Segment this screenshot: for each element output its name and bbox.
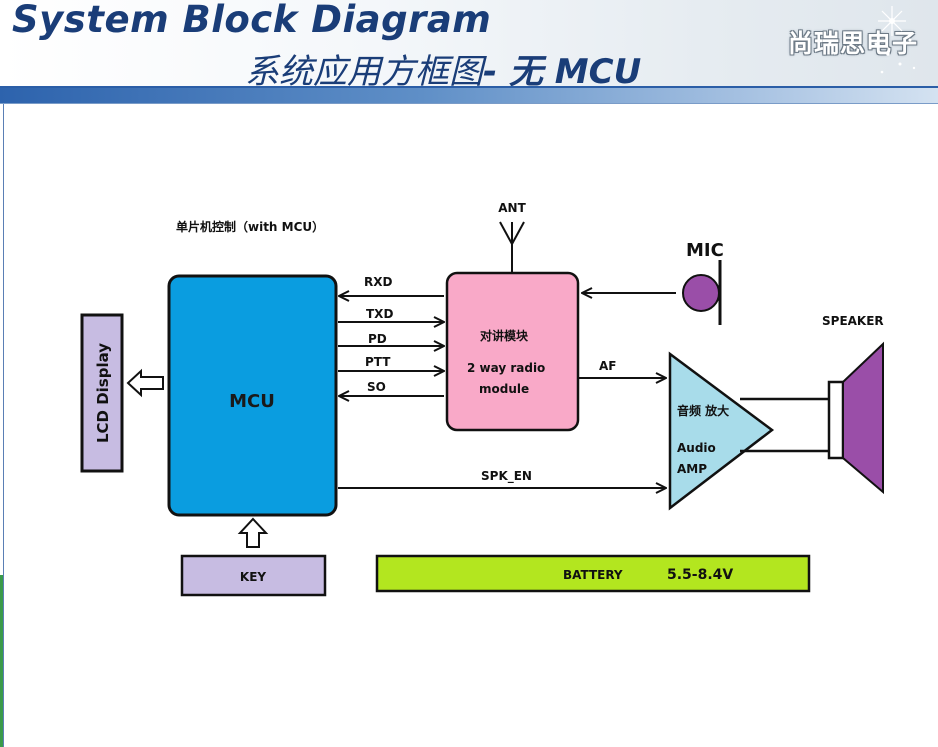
lcd-display-block	[80, 313, 124, 473]
radio-label-line1: 2 way radio	[467, 361, 545, 375]
header-banner: System Block Diagram 系统应用方框图- 无 MCU 尚瑞思电…	[0, 0, 938, 92]
rxd-label: RXD	[364, 275, 392, 289]
key-arrow	[237, 517, 269, 548]
af-label: AF	[599, 359, 616, 373]
mcu-label: MCU	[229, 391, 275, 412]
speaker-icon	[842, 341, 884, 495]
page-title: System Block Diagram	[12, 0, 492, 41]
so-label: SO	[367, 380, 386, 394]
left-margin-rule	[3, 104, 4, 747]
amp-label-line2: AMP	[677, 462, 707, 476]
antenna-icon	[499, 221, 525, 272]
txd-label: TXD	[366, 307, 393, 321]
mcu-block	[167, 274, 338, 517]
page-subtitle: 系统应用方框图- 无 MCU	[245, 44, 641, 93]
radio-label-cn: 对讲模块	[480, 328, 529, 343]
left-margin-marker	[0, 575, 3, 747]
subtitle-cn: 系统应用方框图	[245, 52, 483, 92]
audio-amp-block	[668, 351, 775, 511]
key-block	[180, 554, 327, 597]
speaker-label: SPEAKER	[822, 314, 884, 328]
sparkle-icon	[874, 6, 916, 74]
spk-en-label: SPK_EN	[481, 469, 532, 484]
header-band	[0, 88, 938, 103]
lcd-display-label: LCD Display	[94, 343, 112, 443]
subtitle-suffix: - 无 MCU	[483, 52, 642, 92]
company-logo: 尚瑞思电子	[788, 29, 919, 58]
mic-icon	[682, 274, 720, 312]
speaker-magnet	[827, 380, 845, 460]
battery-block	[375, 554, 811, 593]
header-rule	[0, 86, 938, 88]
mcu-caption: 单片机控制（with MCU）	[176, 219, 324, 234]
pd-label: PD	[368, 332, 387, 346]
key-label: KEY	[240, 570, 266, 584]
amp-label-line1: Audio	[677, 441, 716, 455]
radio-module-block	[445, 271, 580, 432]
ptt-label: PTT	[365, 355, 391, 369]
mic-label: MIC	[686, 240, 724, 261]
amp-label-cn: 音频 放大	[677, 403, 729, 418]
battery-label: BATTERY	[563, 568, 623, 582]
lcd-arrow	[126, 368, 164, 398]
battery-voltage: 5.5-8.4V	[667, 567, 733, 583]
header-underline	[0, 103, 938, 104]
antenna-label: ANT	[498, 201, 526, 215]
radio-label-line2: module	[479, 382, 529, 396]
